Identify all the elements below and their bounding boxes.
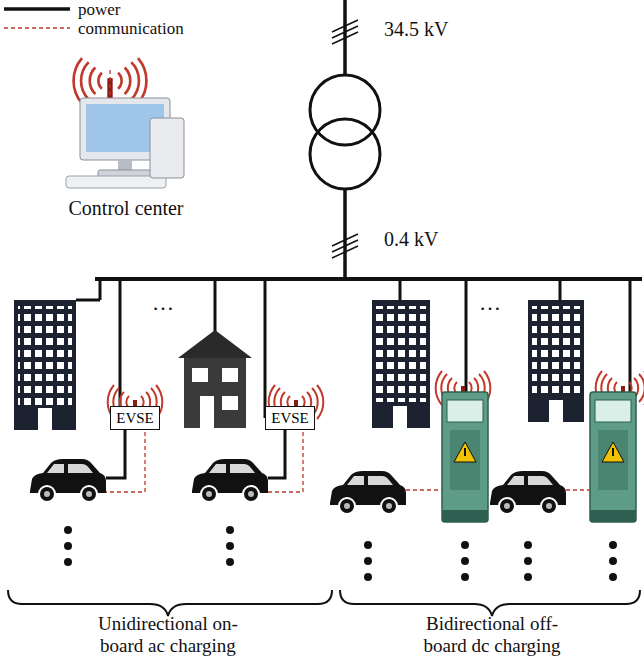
legend-text: communication — [78, 20, 184, 37]
group-caption: Unidirectional on-board ac charging — [81, 613, 256, 657]
legend-text: power — [78, 1, 120, 18]
evse-box: EVSE — [110, 406, 160, 430]
ellipsis: … — [479, 290, 501, 315]
ellipsis: … — [152, 290, 174, 315]
node-text: EVSE — [271, 411, 309, 426]
control-center-label: Control center — [69, 197, 184, 220]
voltage-label: 0.4 kV — [384, 228, 438, 251]
evse-box: EVSE — [265, 406, 315, 430]
voltage-label: 34.5 kV — [384, 18, 448, 41]
group-caption: Bidirectional off-board dc charging — [405, 613, 580, 657]
node-text: EVSE — [116, 411, 154, 426]
